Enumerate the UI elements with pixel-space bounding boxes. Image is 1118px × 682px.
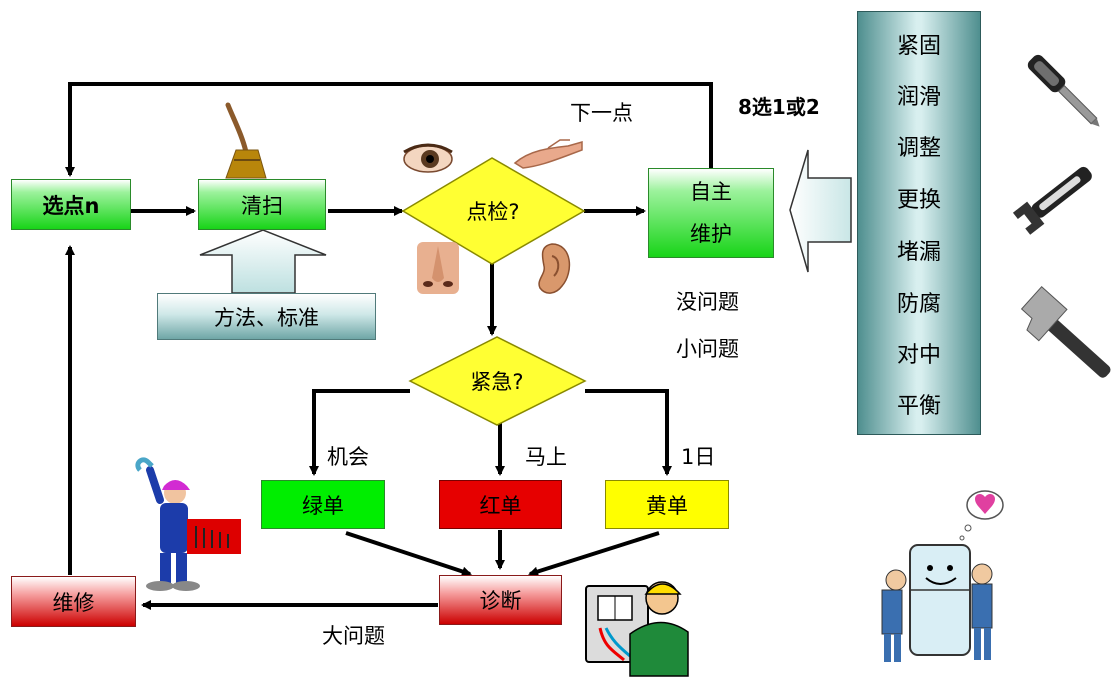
green-sheet-node: 绿单 xyxy=(261,480,385,529)
action-item: 紧固 xyxy=(896,34,941,59)
action-item: 对中 xyxy=(896,343,941,368)
method-standard-label: 方法、标准 xyxy=(214,305,319,330)
hand-icon xyxy=(513,139,583,169)
next-point-label: 下一点 xyxy=(570,101,633,125)
yellow-sheet-label: 黄单 xyxy=(646,493,688,518)
green-sheet-label: 绿单 xyxy=(302,493,344,518)
electrician-icon xyxy=(585,581,689,677)
screwdriver-icon xyxy=(1027,54,1100,127)
nose-icon xyxy=(417,242,459,294)
method-up-arrow xyxy=(199,229,327,294)
broom-icon xyxy=(225,102,267,179)
repair-node: 维修 xyxy=(11,576,136,627)
action-item: 润滑 xyxy=(896,85,941,110)
mechanic-icon xyxy=(135,457,241,591)
loop-arrow xyxy=(65,82,713,177)
refrigerator-icon xyxy=(881,490,1004,662)
no-problem-label: 没问题 xyxy=(676,290,739,314)
maintenance-actions-panel: 紧固 润滑 调整 更换 堵漏 防腐 对中 平衡 xyxy=(857,11,981,435)
select-point-node: 选点n xyxy=(11,179,131,230)
wrench-icon xyxy=(1012,166,1092,235)
diagnose-node: 诊断 xyxy=(439,575,562,625)
inspect-diamond xyxy=(401,157,586,265)
hammer-icon xyxy=(1020,285,1111,378)
panel-left-arrow xyxy=(789,149,852,273)
chance-label: 机会 xyxy=(327,445,369,469)
big-problem-label: 大问题 xyxy=(322,624,385,648)
action-item: 堵漏 xyxy=(896,240,941,265)
arrow-yellow-diag xyxy=(528,531,660,577)
action-item: 平衡 xyxy=(896,394,941,419)
urgent-diamond xyxy=(408,336,587,426)
red-sheet-label: 红单 xyxy=(479,493,522,518)
arrow-green-diag xyxy=(345,531,472,577)
choose-label: 8选1或2 xyxy=(738,95,820,119)
small-problem-label: 小问题 xyxy=(676,337,739,361)
action-item: 调整 xyxy=(896,136,941,161)
arrow-urgent-yellow xyxy=(585,389,672,476)
ear-icon xyxy=(538,243,571,294)
select-point-label: 选点n xyxy=(42,193,100,218)
yellow-sheet-node: 黄单 xyxy=(605,480,729,529)
clean-node: 清扫 xyxy=(198,179,326,230)
self-maintenance-label: 自主维护 xyxy=(690,180,732,246)
one-day-label: 1日 xyxy=(681,445,716,469)
clean-label: 清扫 xyxy=(241,193,283,218)
immediately-label: 马上 xyxy=(525,445,567,469)
repair-label: 维修 xyxy=(52,590,95,615)
self-maintenance-node: 自主维护 xyxy=(648,168,774,258)
action-item: 防腐 xyxy=(896,292,941,317)
diagnose-label: 诊断 xyxy=(479,589,522,613)
action-item: 更换 xyxy=(896,188,941,213)
urgent-label: 紧急? xyxy=(470,370,524,394)
arrow-urgent-green xyxy=(309,389,410,476)
eye-icon xyxy=(403,143,453,173)
red-sheet-node: 红单 xyxy=(439,480,562,529)
inspect-label: 点检? xyxy=(466,200,520,224)
method-standard-node: 方法、标准 xyxy=(157,293,376,340)
